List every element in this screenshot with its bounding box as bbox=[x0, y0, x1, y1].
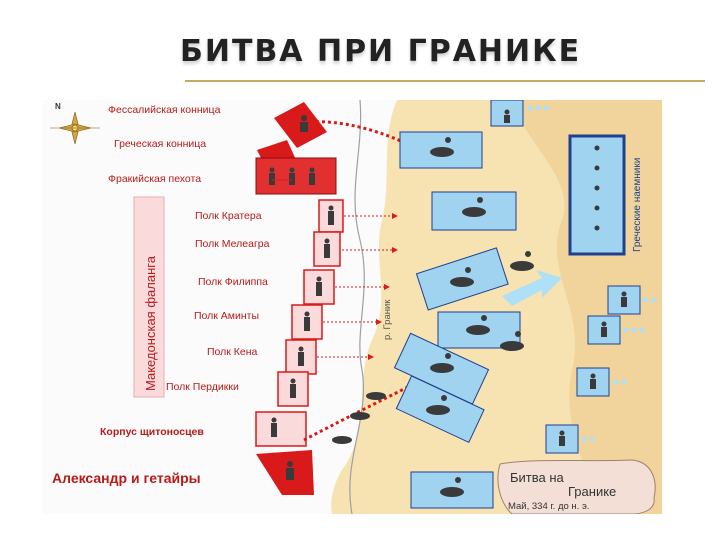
slide-title: БИТВА ПРИ ГРАНИКЕ bbox=[180, 34, 582, 69]
label-regiment-craterus: Полк Кратера bbox=[195, 210, 262, 222]
compass-north-label: N bbox=[55, 102, 61, 111]
granicus-river bbox=[349, 100, 365, 514]
label-hypaspists: Корпус щитоносцев bbox=[100, 426, 204, 438]
battle-map: р. Граник N Фессалийская конница Греческ… bbox=[42, 100, 662, 514]
hypaspists-unit bbox=[255, 411, 307, 447]
persian-advance-arrow bbox=[502, 270, 562, 306]
label-regiment-perdiccas: Полк Пердикки bbox=[166, 381, 239, 393]
label-greek-cavalry: Греческая конница bbox=[114, 138, 206, 150]
persian-units: Греческие наемники bbox=[332, 100, 657, 509]
label-regiment-meleager: Полк Мелеагра bbox=[195, 238, 270, 250]
map-cartouche: Битва на Гранике Май, 334 г. до н. э. bbox=[497, 459, 656, 514]
thracian-infantry-unit bbox=[255, 157, 337, 195]
phalanx-label: Македонская фаланга bbox=[143, 255, 158, 391]
label-regiment-amyntas: Полк Аминты bbox=[194, 310, 259, 322]
compass-rose-icon bbox=[50, 111, 100, 145]
macedonian-units bbox=[255, 102, 344, 495]
companions-unit bbox=[256, 450, 314, 495]
phalanx-label-box bbox=[133, 196, 165, 398]
label-alexander-companions: Александр и гетайры bbox=[52, 470, 201, 486]
persian-scout-unit bbox=[576, 367, 610, 397]
cartouche-title-line2: Гранике bbox=[568, 484, 616, 499]
title-divider bbox=[185, 80, 705, 82]
cartouche-title-line1: Битва на bbox=[510, 470, 565, 485]
label-thessalian-cavalry: Фессалийская конница bbox=[108, 104, 221, 116]
label-regiment-philip: Полк Филиппа bbox=[198, 276, 268, 288]
greek-mercenaries-label: Греческие наемники bbox=[632, 158, 643, 252]
label-regiment-coenus: Полк Кена bbox=[207, 346, 258, 358]
river-label: р. Граник bbox=[382, 299, 393, 340]
greek-mercenaries-unit bbox=[568, 134, 626, 256]
cartouche-date: Май, 334 г. до н. э. bbox=[508, 501, 589, 512]
label-thracian-infantry: Фракийская пехота bbox=[108, 173, 201, 185]
